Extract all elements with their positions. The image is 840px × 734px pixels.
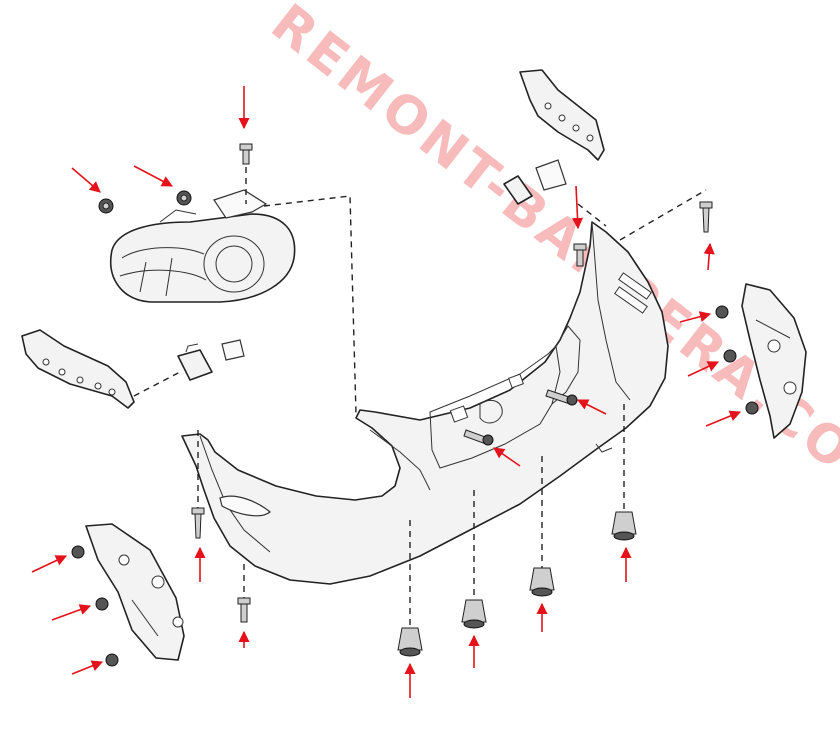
arrow-left-nut-1 — [31, 555, 68, 573]
left-clip-assembly — [177, 339, 245, 381]
arrow-center-bolt-lower — [493, 447, 521, 467]
right-clip-assembly — [503, 159, 567, 205]
arrow-right-self-tapping-screw — [703, 242, 715, 271]
left-side-bracket — [85, 523, 185, 661]
right-upper-bracket — [519, 69, 605, 161]
arrow-lamp-nut-left — [71, 167, 101, 193]
right-side-bracket — [741, 283, 807, 439]
assembly-lines — [133, 156, 707, 628]
bumper-cover — [181, 221, 669, 585]
arrow-lamp-nut-right — [133, 165, 173, 187]
left-upper-bracket — [21, 329, 135, 409]
arrow-right-top-screw — [571, 185, 584, 230]
pointer-arrows — [31, 86, 742, 698]
tail-lamp — [110, 189, 296, 303]
arrow-right-nut-2 — [687, 361, 720, 377]
arrow-left-nut-3 — [71, 660, 104, 675]
arrow-right-nut-1 — [679, 311, 712, 323]
arrow-left-nut-2 — [51, 604, 92, 621]
fasteners — [71, 143, 759, 667]
arrow-center-bolt-upper — [576, 399, 607, 415]
arrow-right-nut-3 — [705, 410, 742, 427]
